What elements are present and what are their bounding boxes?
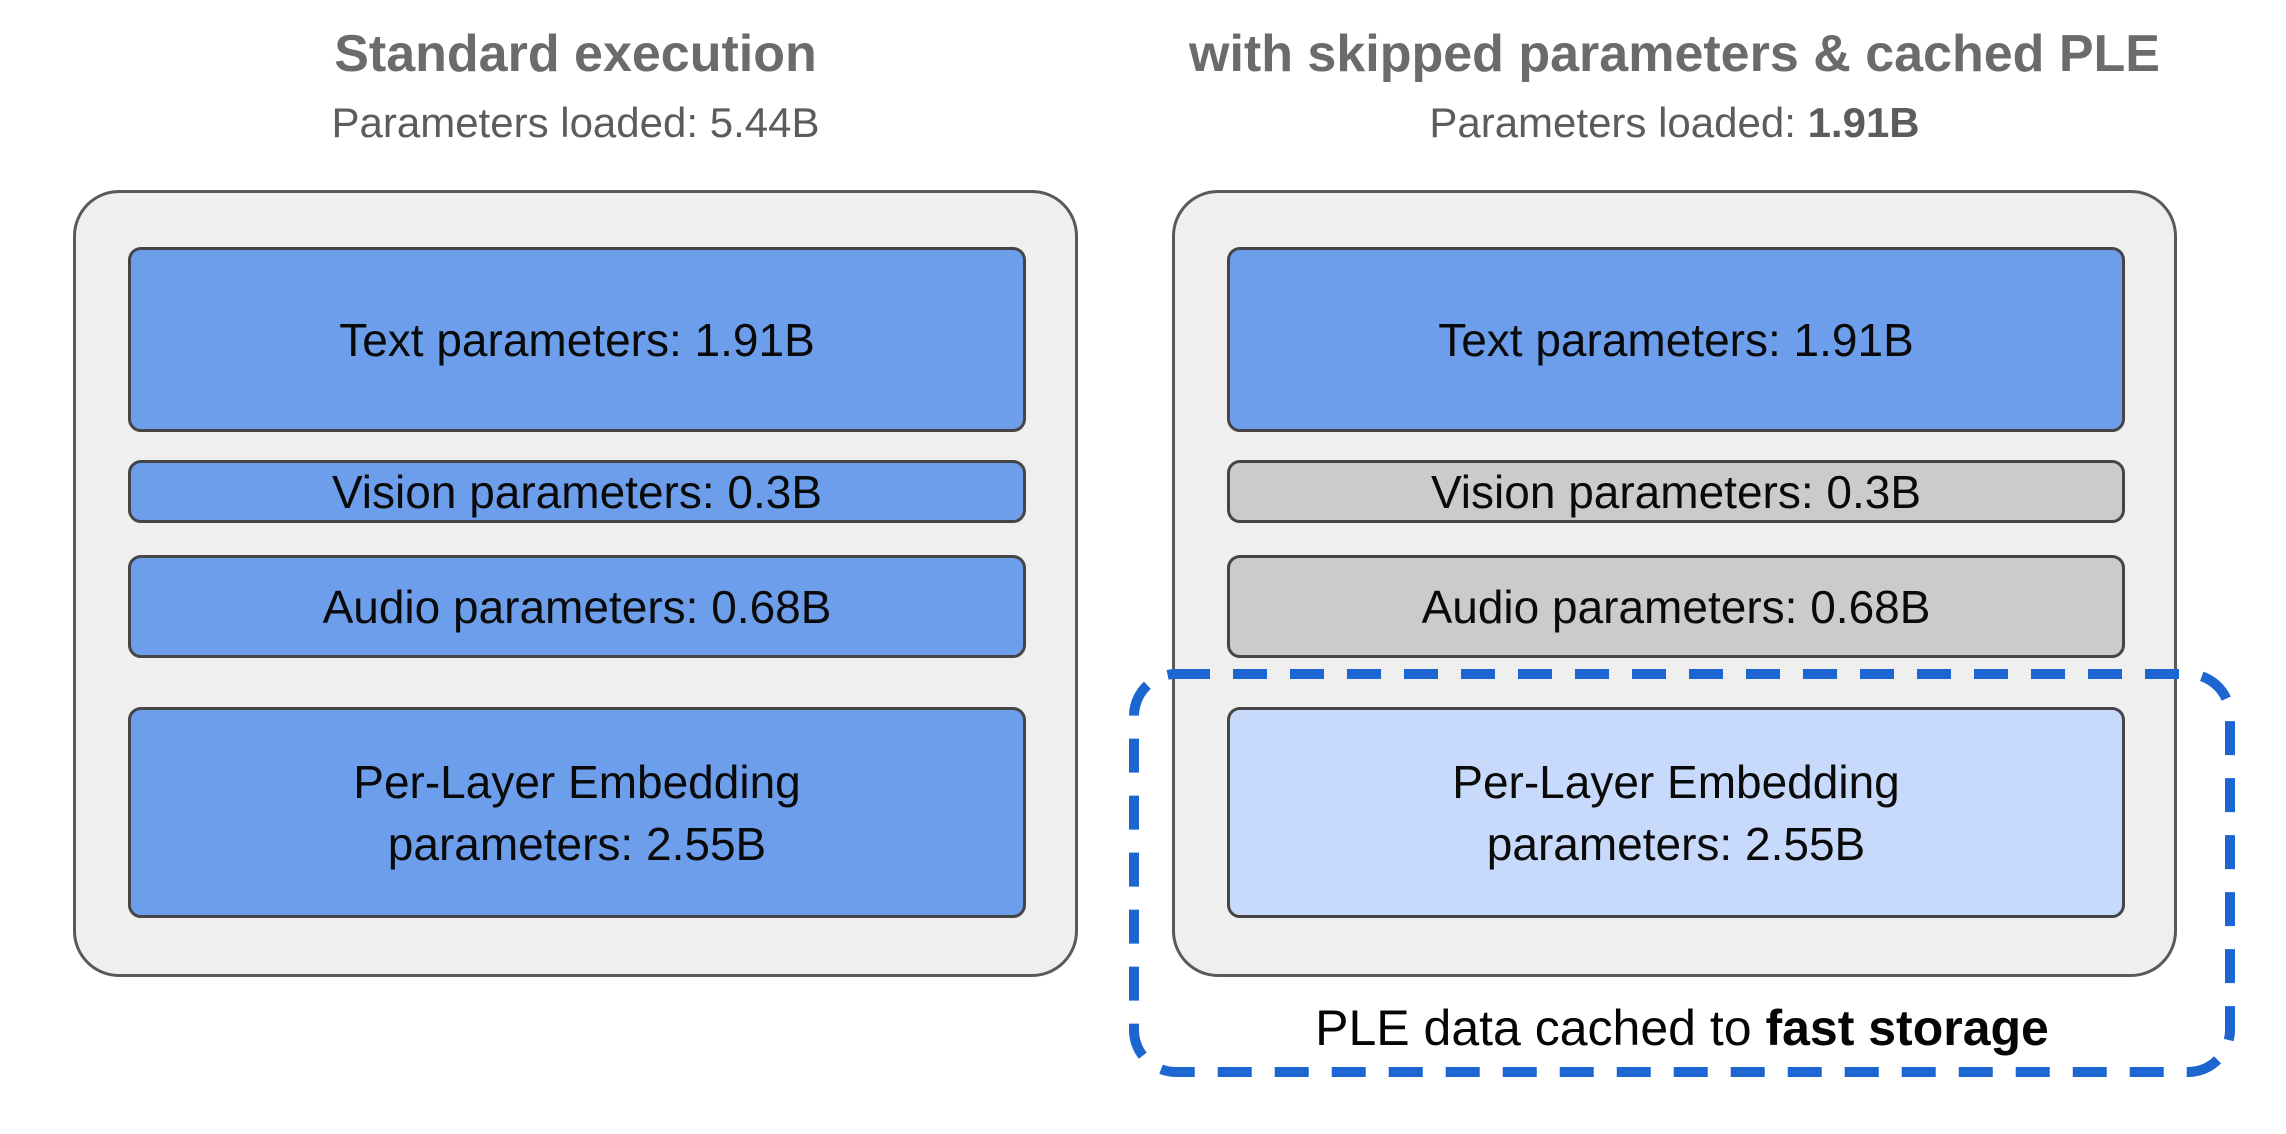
left-vision-parameters-box: Vision parameters: 0.3B	[128, 460, 1026, 523]
left-vision-parameters-label: Vision parameters: 0.3B	[331, 465, 823, 518]
right-vision-parameters-box-skipped: Vision parameters: 0.3B	[1227, 460, 2125, 523]
left-per-layer-embedding-box: Per-Layer Embedding parameters: 2.55B	[128, 707, 1026, 918]
right-vision-parameters-label: Vision parameters: 0.3B	[1430, 465, 1922, 518]
right-subtitle-value: 1.91B	[1807, 99, 1920, 146]
cache-caption-prefix: PLE data cached to	[1315, 1000, 1766, 1056]
left-column-subtitle: Parameters loaded: 5.44B	[73, 98, 1078, 148]
standard-execution-panel: Text parameters: 1.91B Vision parameters…	[73, 190, 1078, 977]
left-subtitle-value: 5.44B	[709, 99, 820, 146]
cache-caption-bold: fast storage	[1765, 1000, 2049, 1056]
left-audio-parameters-label: Audio parameters: 0.68B	[322, 580, 832, 633]
cache-caption: PLE data cached to fast storage	[1126, 1000, 2238, 1056]
right-text-parameters-box: Text parameters: 1.91B	[1227, 247, 2125, 432]
right-audio-parameters-label: Audio parameters: 0.68B	[1421, 580, 1931, 633]
right-per-layer-embedding-label: Per-Layer Embedding parameters: 2.55B	[1452, 755, 1900, 870]
left-subtitle-label: Parameters loaded:	[331, 99, 710, 146]
left-column-header: Standard execution Parameters loaded: 5.…	[73, 22, 1078, 148]
left-per-layer-embedding-label: Per-Layer Embedding parameters: 2.55B	[353, 755, 801, 870]
left-audio-parameters-box: Audio parameters: 0.68B	[128, 555, 1026, 658]
left-text-parameters-label: Text parameters: 1.91B	[339, 313, 815, 366]
right-column-header: with skipped parameters & cached PLE Par…	[1172, 22, 2177, 148]
cached-ple-panel: Text parameters: 1.91B Vision parameters…	[1172, 190, 2177, 977]
left-column-title: Standard execution	[334, 25, 817, 83]
right-column-title: with skipped parameters & cached PLE	[1189, 25, 2160, 83]
left-text-parameters-box: Text parameters: 1.91B	[128, 247, 1026, 432]
right-text-parameters-label: Text parameters: 1.91B	[1438, 313, 1914, 366]
right-subtitle-label: Parameters loaded:	[1429, 99, 1808, 146]
right-per-layer-embedding-box-cached: Per-Layer Embedding parameters: 2.55B	[1227, 707, 2125, 918]
right-column-subtitle: Parameters loaded: 1.91B	[1172, 98, 2177, 148]
right-audio-parameters-box-skipped: Audio parameters: 0.68B	[1227, 555, 2125, 658]
